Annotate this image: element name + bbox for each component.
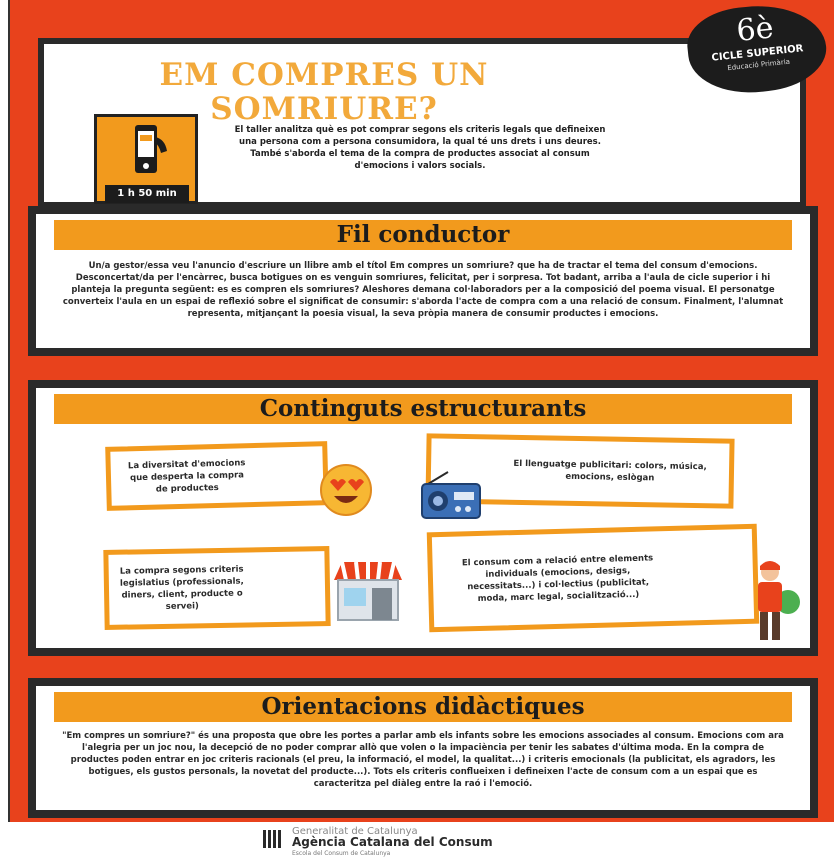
content-box-emotions: La diversitat d'emocions que desperta la… <box>105 441 329 511</box>
duration-box: 1 h 50 min <box>94 114 198 204</box>
footer: Generalitat de Catalunya Agència Catalan… <box>0 822 840 860</box>
title-line-2: SOMRIURE? <box>210 91 438 127</box>
content-box-consumption: El consum com a relació entre elements i… <box>426 523 760 633</box>
footer-generalitat: Generalitat de Catalunya <box>292 826 418 837</box>
content-box-legal: La compra segons criteris legislatius (p… <box>103 546 331 630</box>
section-title-fil-conductor: Fil conductor <box>54 220 792 250</box>
main-title: EM COMPRES UN SOMRIURE? <box>44 58 604 126</box>
orientacions-text: "Em compres un somriure?" és una propost… <box>62 731 784 789</box>
section-continguts: Continguts estructurants La diversitat d… <box>28 380 818 656</box>
section-orientacions: Orientacions didàctiques "Em compres un … <box>28 678 818 818</box>
header-description: El taller analitza què es pot comprar se… <box>234 125 606 171</box>
shop-icon <box>334 561 402 621</box>
person-icon <box>758 561 800 640</box>
section-fil-conductor: Fil conductor Un/a gestor/essa veu l'anu… <box>28 206 818 356</box>
content-item: El llenguatge publicitari: colors, músic… <box>513 458 707 484</box>
title-line-1: EM COMPRES UN <box>159 57 489 93</box>
footer-school: Escola del Consum de Catalunya <box>292 850 391 857</box>
poster: EM COMPRES UN SOMRIURE? 1 h 50 min El ta… <box>8 0 834 822</box>
radio-icon <box>421 471 481 519</box>
header-card: EM COMPRES UN SOMRIURE? 1 h 50 min El ta… <box>38 38 806 208</box>
section-orientacions-inner: Orientacions didàctiques "Em compres un … <box>36 686 810 810</box>
phone-icon <box>135 125 167 173</box>
section-title-continguts: Continguts estructurants <box>54 394 792 424</box>
section-fil-conductor-inner: Fil conductor Un/a gestor/essa veu l'anu… <box>36 214 810 348</box>
content-item: La diversitat d'emocions que desperta la… <box>127 458 246 495</box>
section-title-orientacions: Orientacions didàctiques <box>54 692 792 722</box>
generalitat-logo-icon <box>263 830 281 848</box>
header-inner: EM COMPRES UN SOMRIURE? 1 h 50 min El ta… <box>44 44 800 204</box>
content-item: El consum com a relació entre elements i… <box>461 553 654 605</box>
heart-eyes-emoji-icon <box>320 464 372 516</box>
duration-badge: 1 h 50 min <box>105 185 189 203</box>
section-continguts-inner: Continguts estructurants La diversitat d… <box>36 388 810 648</box>
content-item: La compra segons criteris legislatius (p… <box>119 564 244 612</box>
fil-conductor-text: Un/a gestor/essa veu l'anuncio d'escriur… <box>62 261 784 319</box>
footer-agency: Agència Catalana del Consum <box>292 835 493 849</box>
